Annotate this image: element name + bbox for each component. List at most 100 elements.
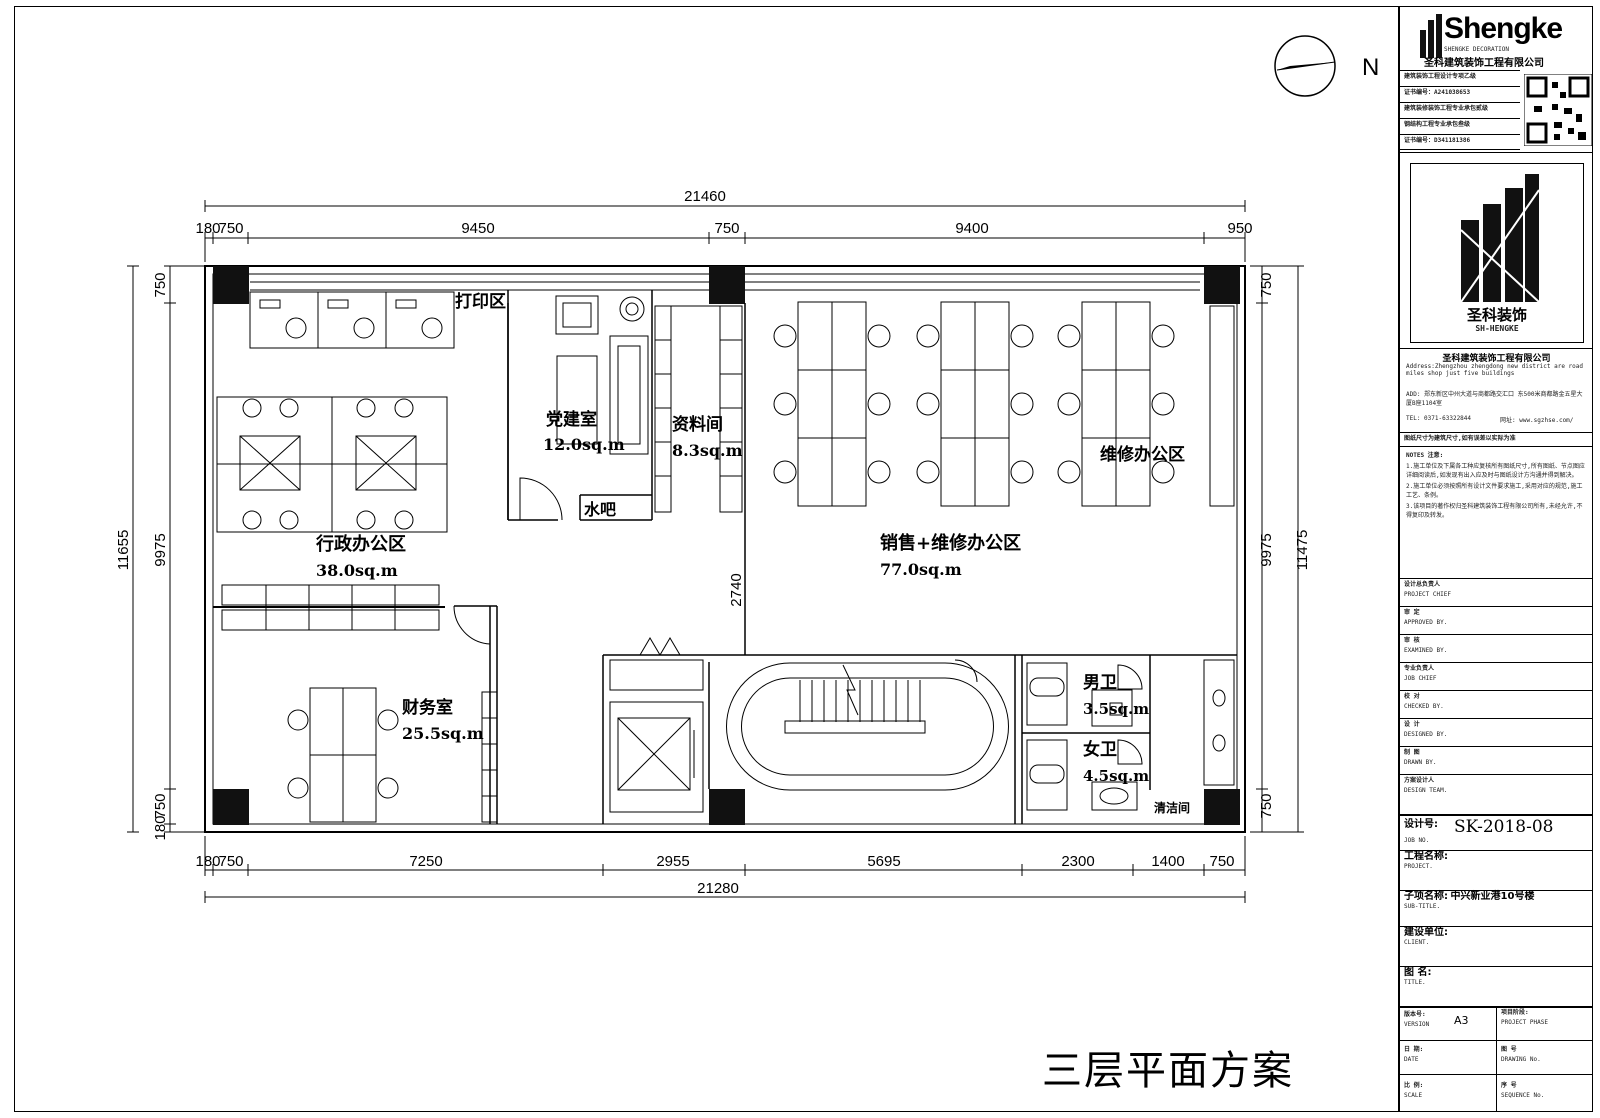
elevator <box>609 659 704 813</box>
area-finance: 25.5sq.m <box>402 724 484 743</box>
bottom-dimension-lines <box>204 836 1246 903</box>
staircase <box>726 662 1009 791</box>
dim-top-5: 950 <box>1227 220 1252 237</box>
phase-label: 项目阶段: <box>1501 1009 1529 1016</box>
area-womens-wc: 4.5sq.m <box>1083 767 1149 785</box>
address-cn: ADD: 郑东新区中州大道与商都路交汇口 东500米商都路金五星大厦B座1104… <box>1406 391 1583 407</box>
dim-bottom-total: 21280 <box>697 880 739 897</box>
finance-desks <box>287 687 498 823</box>
brand-frame: 圣科装饰 SH-HENGKE <box>1410 163 1584 343</box>
area-party-room: 12.0sq.m <box>543 435 625 454</box>
job-number-row: 设计号: JOB NO. SK-2018-08 <box>1400 814 1593 850</box>
brand-block: 圣科装饰 SH-HENGKE <box>1400 152 1593 349</box>
left-dimension-lines <box>127 265 205 833</box>
floor-plan: N 21460 180 750 9450 750 9400 950 180 75… <box>115 35 1379 1094</box>
qual-row-4: 证书编号：D341181386 <box>1400 134 1520 150</box>
note-0: 1.施工单位及下属各工种应复核所有图纸尺寸,所有图纸、节点图应详细阅读后,如发现… <box>1406 463 1585 479</box>
dim-top-4: 9400 <box>955 220 988 237</box>
note-1: 2.施工单位必须按照所有设计文件要求施工,采用对应的规范,施工工艺、条例。 <box>1406 483 1583 499</box>
dim-bottom-7: 750 <box>1209 853 1234 870</box>
address-en: Address:Zhengzhou zhengdong new district… <box>1406 363 1584 377</box>
dim-top-3: 750 <box>714 220 739 237</box>
version-row: 版本号: VERSION A3 项目阶段: PROJECT PHASE <box>1400 1006 1593 1042</box>
job-no-value: SK-2018-08 <box>1454 817 1554 837</box>
admin-cabinets <box>213 584 445 631</box>
qual-row-1: 证书编号：A241038653 <box>1400 86 1520 102</box>
dim-bottom-1: 750 <box>218 853 243 870</box>
dim-left-outer: 11655 <box>115 530 132 571</box>
dim-left-top: 750 <box>152 272 169 297</box>
dim-bottom-2: 7250 <box>409 853 442 870</box>
subtitle-label: 子项名称: <box>1404 891 1448 902</box>
dim-top-2: 9450 <box>461 220 494 237</box>
admin-workstations <box>216 396 448 533</box>
address-block: 圣科建筑装饰工程有限公司 Address:Zhengzhou zhengdong… <box>1400 348 1593 433</box>
print-area-desks <box>249 291 455 349</box>
label-mens-wc: 男卫 <box>1083 673 1117 693</box>
qual-row-2: 建筑装修装饰工程专业承包贰级 <box>1400 102 1520 118</box>
date-en: DATE <box>1404 1056 1419 1063</box>
interior-partitions <box>454 290 1237 824</box>
notes-title: NOTES 注意: <box>1406 452 1444 459</box>
qual-row-3: 钢结构工程专业承包叁级 <box>1400 118 1520 134</box>
label-repair-office: 维修办公区 <box>1100 444 1185 465</box>
dim-bottom-5: 2300 <box>1061 853 1094 870</box>
label-admin-office: 行政办公区 <box>315 533 406 555</box>
drawing-no-label: 图 号 <box>1501 1046 1517 1053</box>
notes-block: NOTES 注意: 1.施工单位及下属各工种应复核所有图纸尺寸,所有图纸、节点图… <box>1400 446 1593 578</box>
dim-bottom-0: 180 <box>195 853 220 870</box>
drawing-no-en: DRAWING No. <box>1501 1056 1541 1063</box>
brand-mark-icon <box>1461 174 1540 302</box>
area-mens-wc: 3.5sq.m <box>1083 700 1149 718</box>
telephone: TEL: 0371-63322844 <box>1406 415 1472 422</box>
drawing-frame <box>14 6 1593 1112</box>
seq-label: 序 号 <box>1501 1082 1517 1089</box>
dim-right-top: 750 <box>1258 272 1275 297</box>
title-block: Shengke SHENGKE DECORATION 圣科建筑装饰工程有限公司 … <box>1398 6 1593 1112</box>
scale-note: 图纸尺寸为建筑尺寸,如有误差以实际为准 <box>1400 432 1593 446</box>
label-party-room: 党建室 <box>546 409 597 430</box>
note-2: 3.该项目的著作权归圣科建筑装饰工程有限公司所有,未经允许,不得复印及转发。 <box>1406 503 1583 519</box>
project-row: 工程名称: PROJECT. <box>1400 850 1593 890</box>
bathroom-fixtures <box>1026 659 1235 811</box>
company-top: 圣科建筑装饰工程有限公司 <box>1424 58 1544 69</box>
dim-mid-vertical: 2740 <box>728 573 745 606</box>
dim-top-0: 180 <box>195 220 220 237</box>
date-label: 日 期: <box>1404 1046 1424 1053</box>
date-row: 日 期: DATE 图 号 DRAWING No. <box>1400 1040 1593 1075</box>
project-en: PROJECT. <box>1404 863 1433 870</box>
version-value: A3 <box>1454 1014 1469 1027</box>
subtitle-en: SUB-TITLE. <box>1404 903 1441 910</box>
dim-top-total: 21460 <box>684 188 726 205</box>
scale-row: 比 例: SCALE 序 号 SEQUENCE No. <box>1400 1074 1593 1111</box>
archive-shelving <box>654 305 743 513</box>
right-dimension-lines <box>1250 265 1304 833</box>
logo-sub: SHENGKE DECORATION <box>1444 46 1510 53</box>
label-womens-wc: 女卫 <box>1083 739 1117 760</box>
party-room-furniture <box>555 295 649 455</box>
structural-columns <box>213 266 1240 825</box>
company-logo: Shengke SHENGKE DECORATION 圣科建筑装饰工程有限公司 <box>1400 6 1593 69</box>
version-label: 版本号: <box>1404 1011 1426 1018</box>
scale-label: 比 例: <box>1404 1082 1424 1089</box>
dim-right-bottom: 750 <box>1258 793 1275 818</box>
title-row: 图 名: TITLE. <box>1400 966 1593 1006</box>
dim-top-1: 750 <box>218 220 243 237</box>
brand-en: SH-HENGKE <box>1475 324 1519 333</box>
dim-bottom-4: 5695 <box>867 853 900 870</box>
label-water-bar: 水吧 <box>584 500 616 519</box>
website: 网址: www.sgzhse.com/ <box>1500 417 1574 424</box>
company-name: 圣科建筑装饰工程有限公司 <box>1442 354 1551 364</box>
seq-en: SEQUENCE No. <box>1501 1092 1545 1099</box>
drawing-caption: 三层平面方案 <box>1042 1048 1294 1094</box>
client-label: 建设单位: <box>1404 927 1448 938</box>
north-arrow-icon <box>1274 35 1336 97</box>
